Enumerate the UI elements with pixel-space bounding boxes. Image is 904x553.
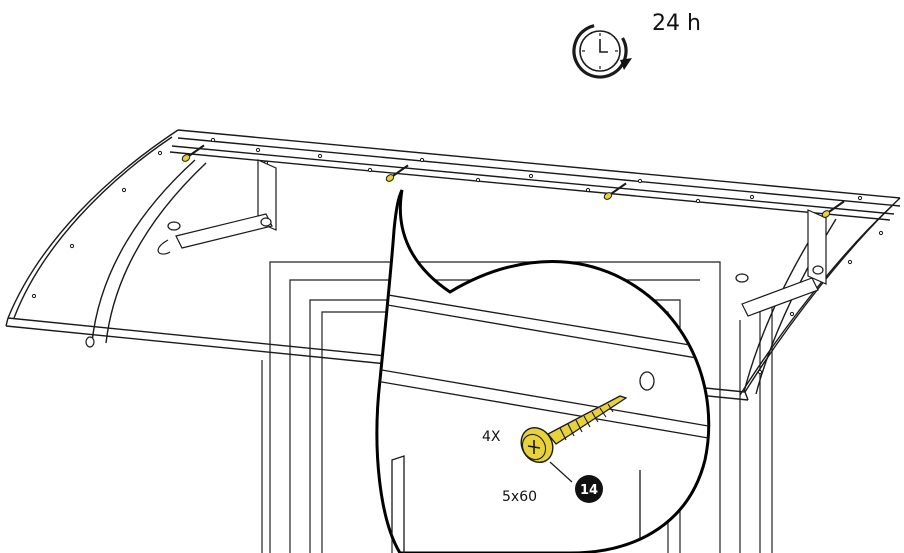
screw-5x60-icon — [520, 395, 628, 483]
duration-label: 24 h — [652, 11, 701, 36]
screw-size-label: 5x60 — [502, 489, 537, 505]
tube-end — [85, 336, 95, 348]
left-bracket — [157, 159, 277, 255]
detail-zoom-view — [376, 291, 709, 553]
detail-callout-bubble — [375, 189, 711, 553]
quantity-label: 4X — [482, 429, 501, 445]
part-number-label: 14 — [580, 483, 598, 498]
clock-rotate-icon — [572, 23, 632, 79]
part-number-badge: 14 — [575, 475, 603, 503]
rail-screws — [181, 144, 845, 218]
right-bracket — [735, 209, 827, 317]
